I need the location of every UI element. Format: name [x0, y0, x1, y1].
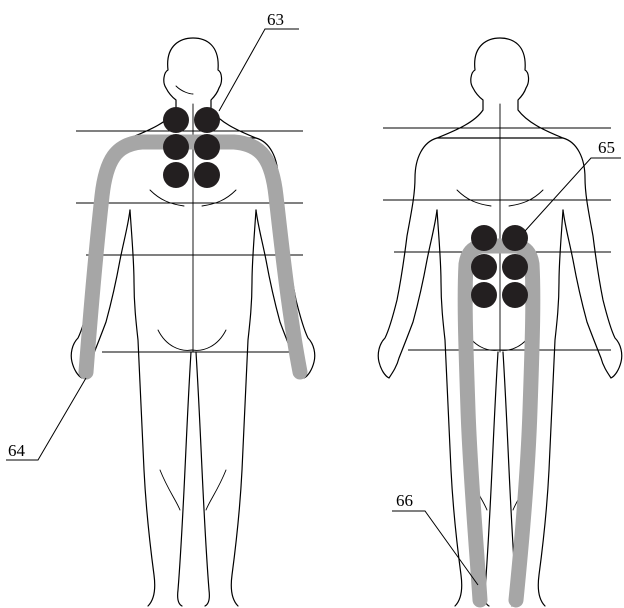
label-65: 65: [598, 138, 615, 157]
electrode: [471, 254, 497, 280]
electrode: [194, 107, 220, 133]
electrode: [502, 254, 528, 280]
electrode: [163, 162, 189, 188]
label-66: 66: [396, 491, 413, 510]
leader-65: [525, 158, 621, 231]
electrode: [502, 282, 528, 308]
left-figure: [6, 29, 315, 606]
right-figure: [378, 38, 622, 606]
electrode: [163, 134, 189, 160]
leader-66: [392, 511, 478, 585]
electrode: [471, 225, 497, 251]
electrode: [471, 282, 497, 308]
electrode: [502, 225, 528, 251]
electrode: [163, 107, 189, 133]
electrode: [194, 134, 220, 160]
right-body-outline: [378, 138, 437, 378]
lumbar-electrode-group: [471, 225, 528, 308]
leader-63: [219, 29, 299, 111]
label-63: 63: [267, 10, 284, 29]
label-64: 64: [8, 441, 26, 460]
electrode: [194, 162, 220, 188]
